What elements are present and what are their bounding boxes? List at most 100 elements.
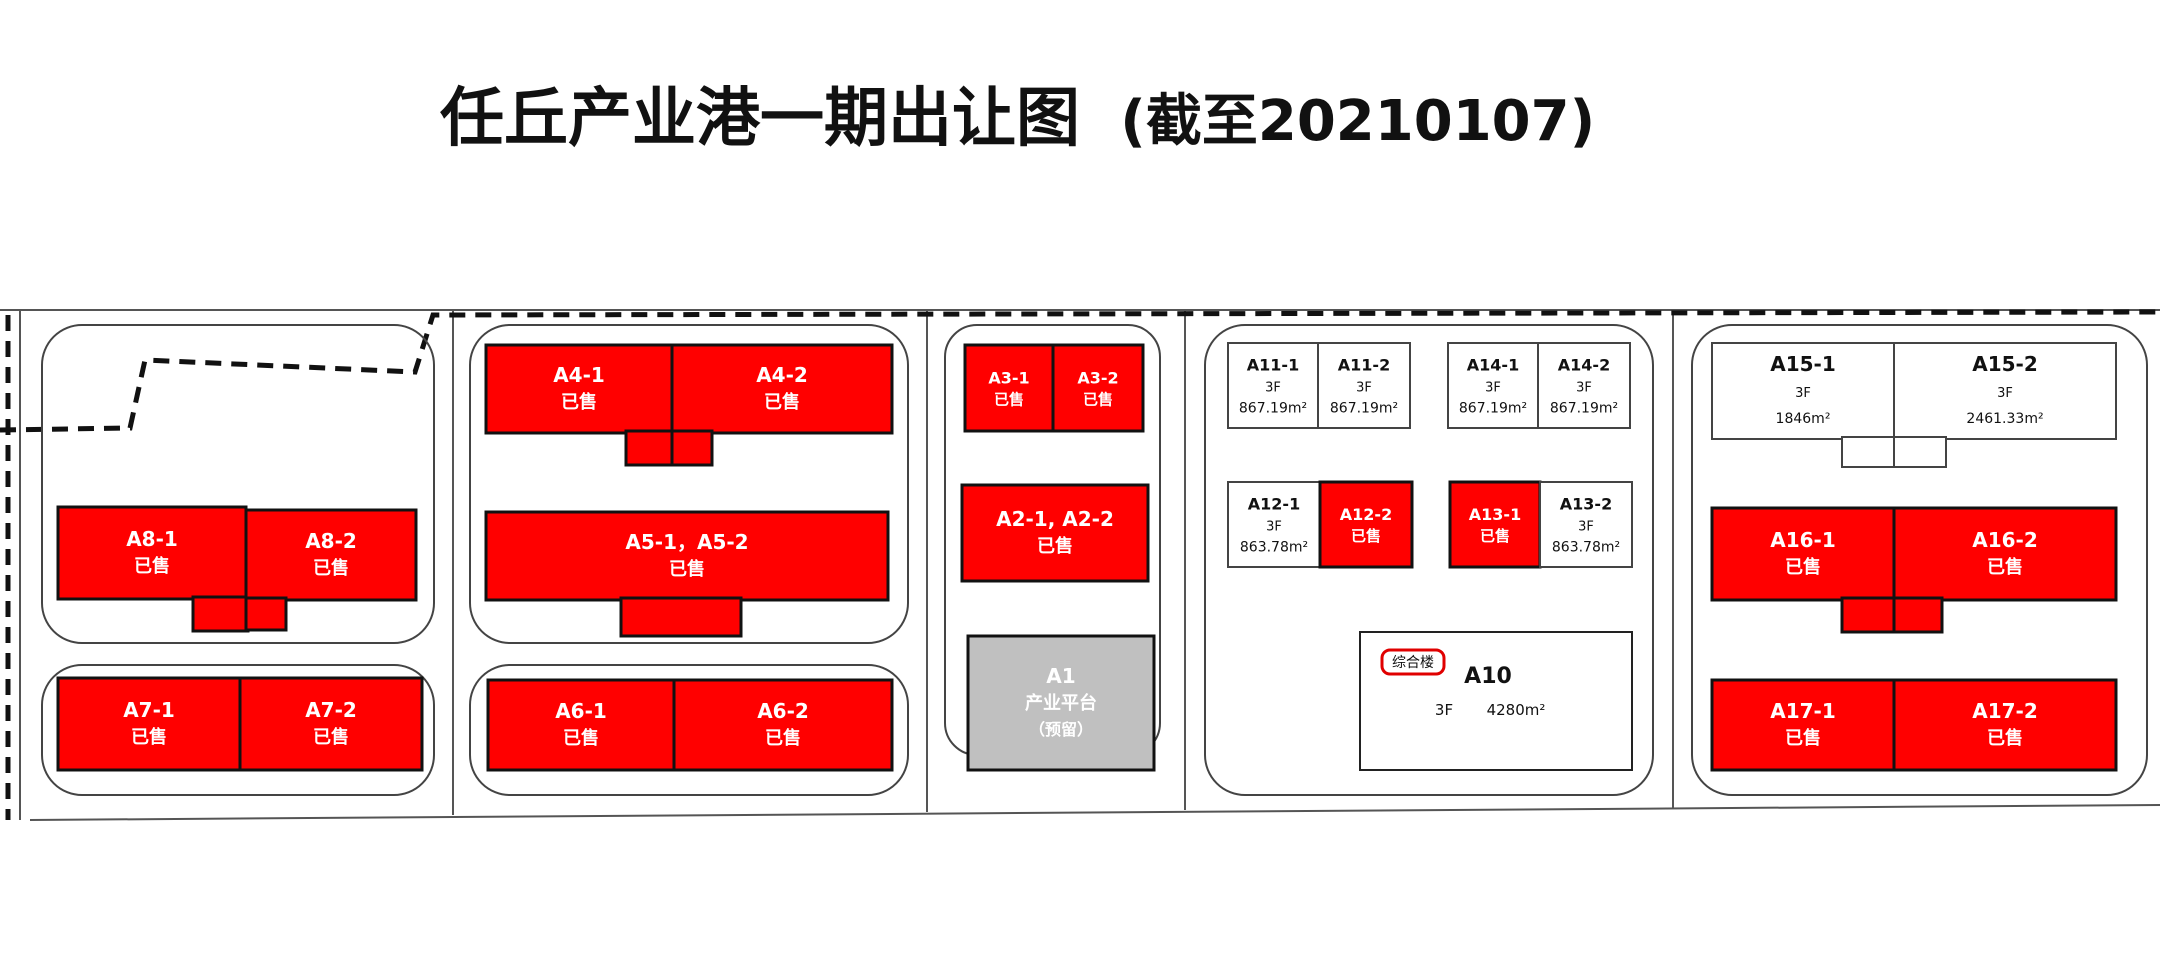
block-A4-1-label: A4-1: [553, 363, 605, 387]
block-A8-2[interactable]: A8-2 已售: [244, 508, 418, 632]
block-A8-2-status: 已售: [313, 557, 349, 579]
block-A16-2[interactable]: A16-2已售: [1892, 506, 2118, 634]
block-A13-1-shape: [1448, 480, 1542, 569]
block-A17-2[interactable]: A17-2已售: [1892, 678, 2118, 772]
block-A6-2-status: 已售: [765, 727, 801, 749]
site-boundary: [0, 309, 2160, 821]
block-A1-label: A1: [1046, 664, 1075, 688]
block-A5-label: A5-1，A5-2: [625, 530, 748, 554]
block-A16-1-stem: [1840, 596, 1896, 634]
block-A16-2-stem: [1892, 596, 1944, 634]
block-A13-1-status: 已售: [1480, 527, 1510, 545]
block-A17-2-status: 已售: [1987, 727, 2023, 749]
block-A10-label: A10: [1464, 664, 1512, 689]
block-A4-1-stem: [624, 429, 674, 467]
block-A12-1-area: 863.78m²: [1240, 540, 1308, 556]
block-A15-2[interactable]: A15-2 3F 2461.33m²: [1893, 342, 2117, 468]
block-A6-2[interactable]: A6-2 已售: [672, 678, 894, 772]
block-A1-status: 产业平台: [1025, 692, 1097, 714]
block-A15-2-area: 2461.33m²: [1966, 411, 2043, 427]
block-A4-2-stem: [670, 429, 714, 467]
block-A3-2[interactable]: A3-2 已售: [1051, 343, 1145, 433]
block-A17-1-status: 已售: [1785, 727, 1821, 749]
block-A13-2-area: 863.78m²: [1552, 540, 1620, 556]
plan-title-main: 任丘产业港一期出让图: [440, 82, 1080, 156]
block-A4-2-shape: [670, 343, 894, 435]
block-A16-1-status: 已售: [1785, 556, 1821, 578]
block-A8-1-status: 已售: [134, 555, 170, 577]
plan-title-date: (截至20210107): [1120, 89, 1595, 154]
block-A15-1-floors: 3F: [1795, 386, 1811, 401]
block-A3-2-label: A3-2: [1077, 369, 1118, 388]
block-A14-2-shape: [1537, 342, 1631, 429]
block-A15-1-label: A15-1: [1770, 352, 1836, 376]
block-A12-2[interactable]: A12-2已售: [1318, 480, 1414, 569]
block-A11-2[interactable]: A11-2 3F 867.19m²: [1317, 342, 1411, 429]
block-A6-1[interactable]: A6-1已售: [486, 678, 676, 772]
building-badge: [1380, 648, 1446, 676]
block-A4-1[interactable]: A4-1已售: [484, 343, 674, 467]
block-A14-1-area: 867.19m²: [1459, 401, 1527, 417]
block-A16-1[interactable]: A16-1已售: [1710, 506, 1896, 634]
block-A11-2-area: 867.19m²: [1330, 401, 1398, 417]
block-A17-1[interactable]: A17-1已售: [1710, 678, 1896, 772]
block-A6-1-label: A6-1: [555, 699, 607, 723]
block-A13-1[interactable]: A13-1 已售: [1448, 480, 1542, 569]
block-A4-1-shape: [484, 343, 674, 435]
plan-title: 任丘产业港一期出让图 (截至20210107): [440, 82, 1595, 156]
block-A15-2-label: A15-2: [1972, 352, 2038, 376]
block-A12-1-floors: 3F: [1266, 520, 1282, 535]
block-A2-shape: [960, 483, 1150, 583]
block-A15-1-stem: [1841, 436, 1895, 468]
block-A14-1-shape: [1447, 342, 1539, 429]
block-A11-1-floors: 3F: [1265, 381, 1281, 396]
block-A10-area: 4280m²: [1487, 701, 1546, 719]
dashed-boundary: [0, 309, 2160, 820]
block-A14-1-floors: 3F: [1485, 381, 1501, 396]
block-A4-2-status: 已售: [764, 391, 800, 413]
block-A3-1-status: 已售: [994, 391, 1024, 409]
parcels: [41, 324, 2148, 796]
block-A7-2[interactable]: A7-2已售: [238, 676, 424, 772]
block-A16-1-shape: [1710, 506, 1896, 602]
block-A12-2-shape: [1318, 480, 1414, 569]
block-A5[interactable]: A5-1，A5-2已售: [484, 510, 890, 638]
block-A2[interactable]: A2-1, A2-2 已售: [960, 483, 1150, 583]
block-A4-2[interactable]: A4-2已售: [670, 343, 894, 467]
block-A16-2-shape: [1892, 506, 2118, 602]
block-A8-2-shape: [244, 508, 418, 602]
block-A3-1-shape: [963, 343, 1055, 433]
block-A2-status: 已售: [1037, 535, 1073, 557]
block-A8-2-label: A8-2: [305, 529, 357, 553]
block-A11-1-area: 867.19m²: [1239, 401, 1307, 417]
block-A15-2-floors: 3F: [1997, 386, 2013, 401]
block-A3-1[interactable]: A3-1已售: [963, 343, 1055, 433]
block-A15-1-shape: [1711, 342, 1895, 440]
block-A7-2-shape: [238, 676, 424, 772]
block-A12-2-status: 已售: [1351, 527, 1381, 545]
block-A6-2-label: A6-2: [757, 699, 809, 723]
block-A10-floors: 3F: [1435, 701, 1453, 719]
block-A7-1-shape: [56, 676, 242, 772]
block-A2-label: A2-1, A2-2: [996, 507, 1114, 531]
block-A7-2-status: 已售: [313, 726, 349, 748]
block-A15-2-shape: [1893, 342, 2117, 440]
block-A13-1-label: A13-1: [1469, 505, 1521, 524]
block-A14-2-floors: 3F: [1576, 381, 1592, 396]
block-A8-1-stem: [191, 595, 250, 633]
block-A3-2-status: 已售: [1083, 391, 1113, 409]
block-A17-2-shape: [1892, 678, 2118, 772]
block-A10[interactable]: 综合楼 A10 3F 4280m²: [1359, 631, 1633, 771]
block-A8-1[interactable]: A8-1已售: [56, 505, 250, 633]
block-A11-2-label: A11-2: [1338, 356, 1390, 375]
block-A11-2-floors: 3F: [1356, 381, 1372, 396]
block-A7-1[interactable]: A7-1已售: [56, 676, 242, 772]
